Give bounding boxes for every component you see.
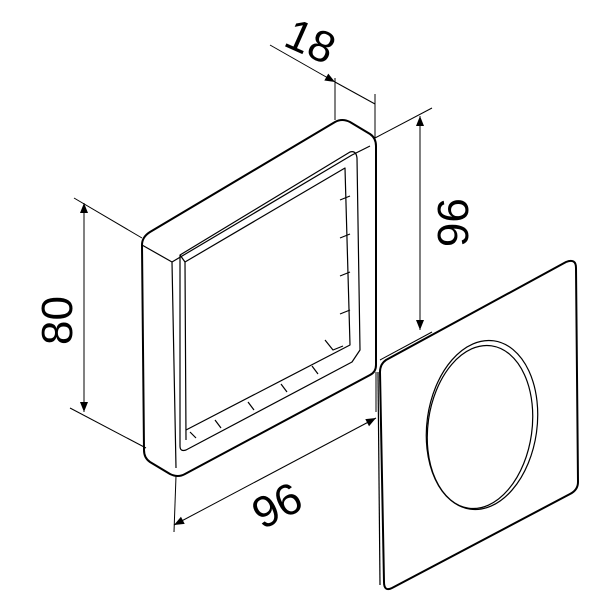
dimension-depth: 18 [269,9,376,138]
dimension-height-left: 80 [33,197,147,449]
dimension-height-right: 96 [374,107,477,361]
dimension-label-depth: 18 [278,9,343,74]
dimension-label-height-right: 96 [428,198,477,247]
cover-plate [377,259,579,591]
dimension-label-height-left: 80 [33,296,82,345]
mounting-frame [141,119,377,477]
